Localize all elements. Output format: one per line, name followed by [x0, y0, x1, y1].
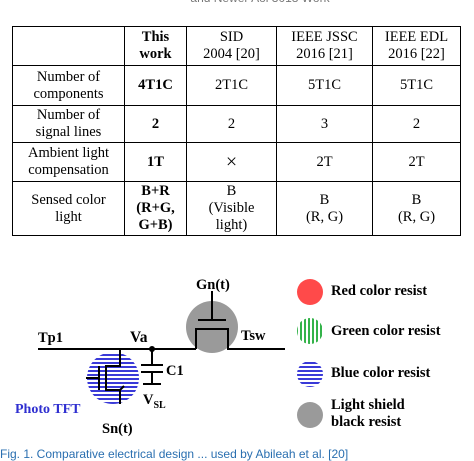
table-header-cell: This work: [124, 26, 187, 66]
blue-resist-swatch: [297, 361, 323, 387]
legend-red-label: Red color resist: [331, 283, 428, 299]
table-cell: 2: [124, 105, 187, 143]
table-header-cell: IEEE EDL 2016 [22]: [372, 26, 461, 66]
vsl-subscript: SL: [153, 400, 166, 411]
red-resist-swatch: [297, 279, 323, 305]
vsl-label: VSL: [143, 392, 166, 411]
table-row: Sensed color light B+R (R+G, G+B) B (Vis…: [12, 181, 461, 236]
photo-tft-label: Photo TFT: [15, 402, 81, 417]
c1-label: C1: [166, 363, 184, 379]
legend-shield-label: Light shield black resist: [331, 397, 405, 430]
table-cell: 5T1C: [276, 65, 373, 106]
table-row: Ambient light compensation 1T × 2T 2T: [12, 142, 461, 182]
gn-label: Gn(t): [196, 277, 230, 293]
green-resist-swatch: [297, 318, 323, 344]
cross-mark-cell: ×: [186, 142, 277, 182]
va-label: Va: [130, 329, 148, 346]
blue-resist-circle: [87, 352, 139, 404]
table-header-cell: IEEE JSSC 2016 [21]: [276, 26, 373, 66]
row-label: Number of signal lines: [12, 105, 125, 143]
comparison-table: This work SID 2004 [20] IEEE JSSC 2016 […: [12, 26, 461, 236]
va-node-dot: [149, 346, 155, 352]
table-cell: 1T: [124, 142, 187, 182]
table-cell: 2T1C: [186, 65, 277, 106]
table-row: Number of components 4T1C 2T1C 5T1C 5T1C: [12, 65, 461, 106]
circuit-wires: [38, 291, 285, 404]
table-cell: B+R (R+G, G+B): [124, 181, 187, 236]
table-cell: B (Visible light): [186, 181, 277, 236]
table-header-cell: SID 2004 [20]: [186, 26, 277, 66]
table-cell: 4T1C: [124, 65, 187, 106]
light-shield-swatch: [297, 402, 323, 428]
table-row: Number of signal lines 2 2 3 2: [12, 105, 461, 143]
legend-blue-label: Blue color resist: [331, 365, 431, 381]
table-header-row: This work SID 2004 [20] IEEE JSSC 2016 […: [12, 26, 461, 66]
table-header-cell: [12, 26, 125, 66]
table-cell: 2T: [372, 142, 461, 182]
table-cell: 2: [186, 105, 277, 143]
row-label: Number of components: [12, 65, 125, 106]
table-cell: B (R, G): [372, 181, 461, 236]
row-label: Ambient light compensation: [12, 142, 125, 182]
figure-caption: Fig. 1. Comparative electrical design ..…: [0, 447, 349, 461]
table-cell: 2T: [276, 142, 373, 182]
tp1-label: Tp1: [38, 330, 63, 346]
sn-label: Sn(t): [102, 421, 133, 437]
table-cell: 2: [372, 105, 461, 143]
table-cell: B (R, G): [276, 181, 373, 236]
light-shield-circle: [186, 301, 238, 353]
table-cell: 3: [276, 105, 373, 143]
tsw-label: Tsw: [241, 328, 266, 344]
page-header-fragment: and Newer Aol 3018 Work: [110, 0, 410, 9]
pixel-circuit-diagram: Gn(t) Tp1 Va Tsw C1 VSL Photo TFT Sn(t): [15, 277, 323, 437]
row-label: Sensed color light: [12, 181, 125, 236]
table-cell: 5T1C: [372, 65, 461, 106]
vsl-main: V: [143, 392, 154, 408]
legend-green-label: Green color resist: [331, 323, 441, 339]
